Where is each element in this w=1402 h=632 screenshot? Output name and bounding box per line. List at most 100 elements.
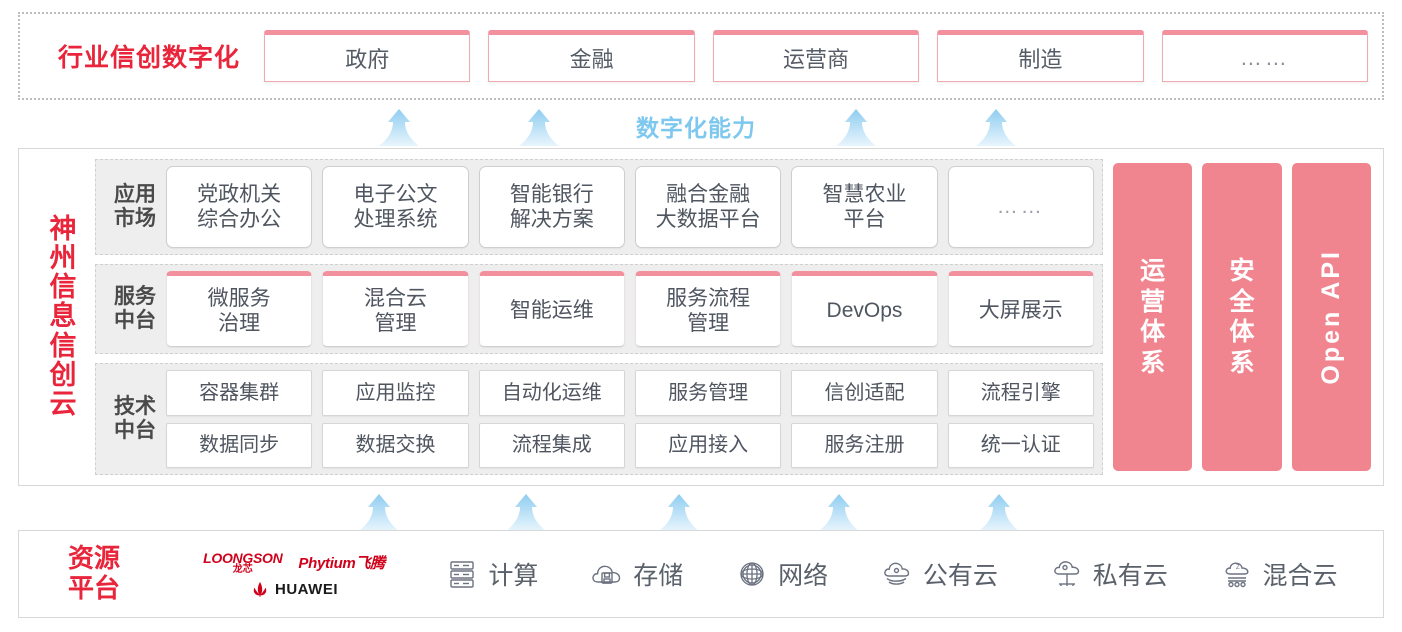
- tech-card-xinchuang-adaptation[interactable]: 信创适配: [791, 370, 938, 416]
- tier-label-technology-platform: 技术 中台: [104, 395, 166, 442]
- huawei-logo: HUAWEI: [250, 581, 338, 598]
- cloud-title-char: 创: [49, 359, 77, 390]
- cloud-title-char: 信: [49, 330, 77, 361]
- service-card-list: 微服务 治理 混合云 管理 智能运维 服务流程 管理 DevOps 大屏展示: [166, 271, 1094, 347]
- tech-card-process-engine[interactable]: 流程引擎: [947, 370, 1094, 416]
- capability-label: 数字化能力: [636, 115, 756, 141]
- service-card-aiops[interactable]: 智能运维: [478, 271, 625, 347]
- service-card-big-screen-display[interactable]: 大屏展示: [947, 271, 1094, 347]
- pillar-char: 系: [1229, 348, 1255, 377]
- resource-item-private-cloud[interactable]: 私有云: [1049, 556, 1168, 592]
- up-arrow-icon: [978, 494, 1020, 532]
- cloud-title-char: 州: [49, 243, 77, 274]
- industry-card-manufacturing[interactable]: 制造: [937, 30, 1144, 82]
- industry-card-more[interactable]: ……: [1161, 30, 1369, 82]
- huawei-logo-text: HUAWEI: [275, 580, 338, 598]
- hybrid-cloud-icon: Z: [1219, 556, 1255, 592]
- resource-item-label: 存储: [633, 562, 684, 590]
- resource-platform-panel: 资源 平台 LOONGSON 龙芯 Phytium飞腾 HUAWEI: [18, 530, 1384, 618]
- tech-card-unified-auth[interactable]: 统一认证: [947, 422, 1094, 468]
- tech-card-automated-ops[interactable]: 自动化运维: [478, 370, 625, 416]
- pillar-open-api-label: Open API: [1316, 249, 1345, 385]
- service-card-devops[interactable]: DevOps: [791, 271, 938, 347]
- private-cloud-icon: [1049, 556, 1085, 592]
- network-icon: [734, 556, 770, 592]
- resource-item-list: 计算 存储: [419, 556, 1383, 592]
- app-card-smart-agriculture[interactable]: 智慧农业 平台: [791, 166, 938, 248]
- up-arrow-icon: [835, 109, 877, 147]
- application-card-list: 党政机关 综合办公 电子公文 处理系统 智能银行 解决方案 融合金融 大数据平台…: [166, 166, 1094, 248]
- industry-card-operator[interactable]: 运营商: [712, 30, 920, 82]
- pillar-char: 体: [1140, 318, 1166, 346]
- cloud-storage-icon: [589, 556, 625, 592]
- app-card-smart-bank[interactable]: 智能银行 解决方案: [478, 166, 625, 248]
- tech-card-application-access[interactable]: 应用接入: [634, 422, 782, 468]
- industry-card-finance[interactable]: 金融: [488, 30, 695, 82]
- vendor-logo-group: LOONGSON 龙芯 Phytium飞腾 HUAWEI: [169, 551, 419, 598]
- pillar-security-system[interactable]: 安 全 体 系: [1202, 163, 1282, 471]
- pillar-char: 安: [1229, 257, 1255, 285]
- tier-label-line: 市场: [114, 207, 156, 230]
- server-rack-icon: [444, 556, 480, 592]
- resource-item-hybrid-cloud[interactable]: Z 混合云: [1219, 556, 1338, 592]
- pillar-char: 全: [1229, 287, 1255, 316]
- pillar-security-label: 安 全 体 系: [1229, 256, 1254, 378]
- tech-card-service-registry[interactable]: 服务注册: [791, 422, 938, 468]
- tier-label-line: 中台: [114, 419, 156, 442]
- tech-card-service-management[interactable]: 服务管理: [634, 370, 782, 416]
- resource-title-line: 资源: [67, 543, 120, 574]
- vendor-logo-row: LOONGSON 龙芯 Phytium飞腾: [203, 551, 385, 575]
- resource-platform-title: 资源 平台: [19, 543, 169, 604]
- tech-card-data-sync[interactable]: 数据同步: [166, 422, 313, 468]
- service-card-microservice-governance[interactable]: 微服务 治理: [166, 271, 313, 347]
- up-arrow-icon: [658, 494, 700, 532]
- resource-item-network[interactable]: 网络: [734, 556, 828, 592]
- up-arrow-icon: [818, 494, 860, 532]
- up-arrow-icon: [518, 109, 560, 147]
- resource-item-public-cloud[interactable]: 公有云: [879, 556, 998, 592]
- cloud-body: 应用 市场 党政机关 综合办公 电子公文 处理系统 智能银行 解决方案 融合金融…: [95, 159, 1371, 475]
- cloud-title-char: 云: [49, 388, 77, 419]
- app-card-e-document[interactable]: 电子公文 处理系统: [322, 166, 469, 248]
- tech-card-application-monitoring[interactable]: 应用监控: [322, 370, 469, 416]
- tier-technology-platform: 技术 中台 容器集群 应用监控 自动化运维 服务管理 信创适配 流程引擎 数据同…: [95, 363, 1103, 475]
- tier-label-application-market: 应用 市场: [104, 183, 166, 230]
- tier-label-service-platform: 服务 中台: [104, 285, 166, 332]
- pillar-char: 运: [1140, 257, 1166, 285]
- loongson-logo-text: LOONGSON: [203, 549, 283, 566]
- pillar-operations-system[interactable]: 运 营 体 系: [1113, 163, 1193, 471]
- up-arrow-icon: [975, 109, 1017, 147]
- tech-card-process-integration[interactable]: 流程集成: [478, 422, 625, 468]
- industry-card-government[interactable]: 政府: [264, 30, 471, 82]
- cloud-title-char: 信: [49, 272, 77, 303]
- up-arrow-icon: [505, 494, 547, 532]
- app-card-more[interactable]: ……: [947, 166, 1094, 248]
- up-arrow-icon: [358, 494, 400, 532]
- up-arrow-icon: [378, 109, 420, 147]
- svg-text:Z: Z: [1236, 565, 1240, 571]
- resource-item-storage[interactable]: 存储: [589, 556, 683, 592]
- technology-card-row: 数据同步 数据交换 流程集成 应用接入 服务注册 统一认证: [166, 422, 1094, 468]
- resource-item-compute[interactable]: 计算: [444, 556, 538, 592]
- tech-card-container-cluster[interactable]: 容器集群: [166, 370, 313, 416]
- tech-card-data-exchange[interactable]: 数据交换: [322, 422, 469, 468]
- cloud-platform-title: 神 州 信 息 信 创 云: [31, 159, 95, 475]
- loongson-logo: LOONGSON 龙芯: [203, 549, 283, 575]
- app-card-fintech-bigdata[interactable]: 融合金融 大数据平台: [634, 166, 782, 248]
- pillar-open-api[interactable]: Open API: [1291, 163, 1371, 471]
- service-card-hybrid-cloud-management[interactable]: 混合云 管理: [322, 271, 469, 347]
- resource-item-label: 混合云: [1262, 562, 1338, 590]
- tier-application-market: 应用 市场 党政机关 综合办公 电子公文 处理系统 智能银行 解决方案 融合金融…: [95, 159, 1103, 255]
- public-cloud-icon: [879, 556, 915, 592]
- app-card-gov-office[interactable]: 党政机关 综合办公: [166, 166, 313, 248]
- technology-card-row: 容器集群 应用监控 自动化运维 服务管理 信创适配 流程引擎: [166, 370, 1094, 416]
- industry-card-list: 政府 金融 运营商 制造 ……: [264, 30, 1369, 82]
- capability-arrow-strip-bottom: [0, 490, 1402, 532]
- resource-item-label: 私有云: [1092, 562, 1168, 590]
- pillar-char: 营: [1140, 287, 1166, 316]
- industry-band: 行业信创数字化 政府 金融 运营商 制造 ……: [18, 12, 1384, 100]
- capability-arrow-strip-top: 数字化能力: [0, 105, 1402, 147]
- pillar-char: 系: [1140, 348, 1166, 377]
- cloud-title-char: 神: [49, 213, 77, 244]
- service-card-service-process-management[interactable]: 服务流程 管理: [634, 271, 782, 347]
